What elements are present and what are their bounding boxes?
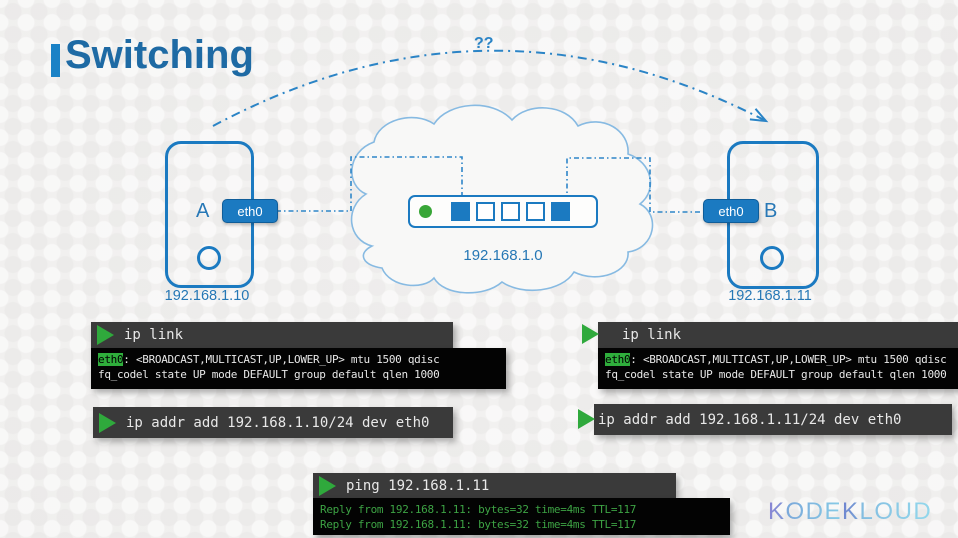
switch-port-empty xyxy=(476,202,495,221)
page-title: Switching xyxy=(65,33,254,77)
kodekloud-logo: KODEKLOUD xyxy=(768,498,932,526)
switch-port-empty xyxy=(526,202,545,221)
host-b-label: B xyxy=(764,200,778,222)
terminal-ping-header: ping 192.168.1.11 xyxy=(313,473,676,498)
ip-link-a-line1-rest: : <BROADCAST,MULTICAST,UP,LOWER_UP> mtu … xyxy=(123,353,440,366)
switch-ports xyxy=(451,202,570,221)
ip-link-b-output-line1: eth0: <BROADCAST,MULTICAST,UP,LOWER_UP> … xyxy=(605,352,958,367)
terminal-ip-link-a-output: eth0: <BROADCAST,MULTICAST,UP,LOWER_UP> … xyxy=(91,348,506,389)
ping-command: ping 192.168.1.11 xyxy=(346,477,490,494)
switch-port-filled xyxy=(551,202,570,221)
ip-link-b-command: ip link xyxy=(622,327,682,343)
switch-port-empty xyxy=(501,202,520,221)
network-address: 192.168.1.0 xyxy=(463,247,543,264)
ip-link-a-command: ip link xyxy=(124,327,184,343)
ip-link-a-output-line2: fq_codel state UP mode DEFAULT group def… xyxy=(98,368,440,381)
terminal-ip-link-b-header: ip link xyxy=(582,322,958,348)
host-a-port-icon xyxy=(197,246,221,270)
ping-reply-line: Reply from 192.168.1.11: bytes=32 time=4… xyxy=(320,517,637,531)
terminal-ip-addr-b: ip addr add 192.168.1.11/24 dev eth0 xyxy=(578,404,952,435)
switch-led-icon xyxy=(419,205,432,218)
host-b-ip: 192.168.1.11 xyxy=(728,288,812,304)
ip-link-a-output-line1: eth0: <BROADCAST,MULTICAST,UP,LOWER_UP> … xyxy=(98,352,506,367)
play-icon xyxy=(99,412,116,433)
logo-k1: K xyxy=(768,498,786,525)
ip-addr-a-command: ip addr add 192.168.1.10/24 dev eth0 xyxy=(126,414,430,431)
play-icon xyxy=(578,409,595,429)
question-arrow-curve xyxy=(212,49,767,127)
host-b-port-icon xyxy=(760,246,784,270)
title-accent-bar xyxy=(51,44,60,77)
terminal-ip-addr-a: ip addr add 192.168.1.10/24 dev eth0 xyxy=(93,407,453,438)
host-a-ip: 192.168.1.10 xyxy=(164,288,250,304)
host-b-eth0-badge: eth0 xyxy=(703,199,759,223)
ip-addr-b-command: ip addr add 192.168.1.11/24 dev eth0 xyxy=(598,411,902,428)
eth0-highlight: eth0 xyxy=(605,353,631,366)
ping-output-lines: Reply from 192.168.1.11: bytes=32 time=4… xyxy=(313,498,730,535)
question-marks: ?? xyxy=(474,35,494,52)
terminal-ip-link-a-header: ip link xyxy=(91,322,453,348)
ping-reply-line: Reply from 192.168.1.11: bytes=32 time=4… xyxy=(320,503,637,516)
question-arrow-head xyxy=(749,108,769,123)
play-icon xyxy=(582,324,599,344)
logo-ode: ODE xyxy=(785,498,843,525)
play-icon xyxy=(97,325,114,345)
logo-loud: LOUD xyxy=(859,498,933,525)
play-icon xyxy=(319,475,336,496)
logo-k2: K xyxy=(842,498,860,525)
host-a-eth0-badge: eth0 xyxy=(222,199,278,223)
network-switch xyxy=(408,195,598,228)
terminal-ip-link-b-output: eth0: <BROADCAST,MULTICAST,UP,LOWER_UP> … xyxy=(598,348,958,389)
host-a-label: A xyxy=(196,200,210,222)
switch-port-filled xyxy=(451,202,470,221)
eth0-highlight: eth0 xyxy=(98,353,124,366)
ip-link-b-output-line2: fq_codel state UP mode DEFAULT group def… xyxy=(605,368,947,381)
ip-link-b-line1-rest: : <BROADCAST,MULTICAST,UP,LOWER_UP> mtu … xyxy=(630,353,947,366)
